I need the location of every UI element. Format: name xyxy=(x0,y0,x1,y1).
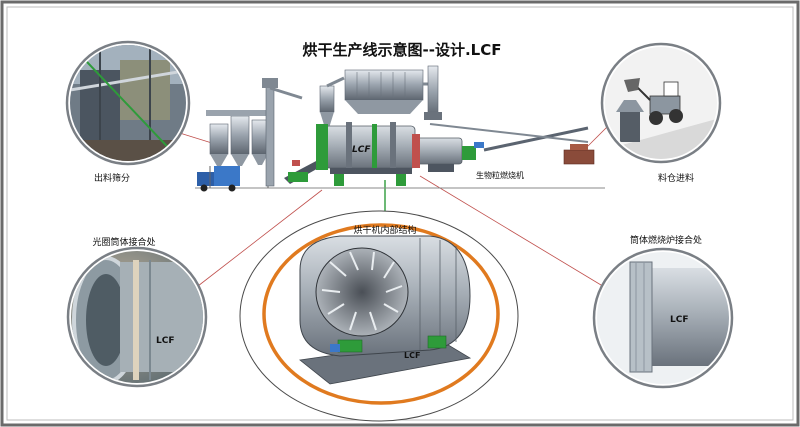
drum-furnace-joint-label: 筒体燃烧炉接合处 xyxy=(630,234,702,246)
drum-brand-mark: LCF xyxy=(352,145,371,155)
light-ring-joint-photo: LCF xyxy=(66,246,208,388)
chimney-icon xyxy=(424,65,442,120)
bucket-elevator xyxy=(262,78,303,187)
silo-feeding-photo xyxy=(600,42,722,164)
screener xyxy=(284,160,322,184)
bag-filter xyxy=(344,69,430,114)
wheel-loader-icon xyxy=(624,78,683,125)
right-circle-brand-mark: LCF xyxy=(670,315,689,325)
silo-icon xyxy=(206,110,272,188)
discharge-screening-label: 出料筛分 xyxy=(94,172,130,184)
connector-drum-furnace xyxy=(419,175,607,289)
cyclone-dust-collector-icon xyxy=(319,76,345,128)
lifting-flights xyxy=(321,251,403,331)
dryer-internal-section: 烘干机内部结构 xyxy=(239,210,519,422)
connector-light-ring xyxy=(197,189,323,287)
dryer-cutaway-image: LCF xyxy=(299,235,472,385)
drum-rings xyxy=(419,238,457,350)
truck-icon xyxy=(197,166,240,192)
discharge-screening-photo xyxy=(65,40,191,166)
furnace xyxy=(412,134,484,172)
rotary-dryer-icon: LCF xyxy=(316,122,416,186)
inner-brand-mark: LCF xyxy=(404,351,420,360)
production-line: LCF 生物粒燃烧机 xyxy=(195,65,605,192)
drum-furnace-joint-photo: LCF xyxy=(592,247,734,389)
left-circle-brand-mark: LCF xyxy=(156,336,175,346)
burner-label: 生物粒燃烧机 xyxy=(476,170,524,180)
silo-feeding-label: 料仓进料 xyxy=(658,172,694,184)
dryer-internal-label: 烘干机内部结构 xyxy=(353,224,416,236)
diagram-title: 烘干生产线示意图--设计.LCF xyxy=(303,41,502,59)
feed-conveyor xyxy=(429,123,595,165)
light-ring-joint-label: 光圈筒体接合处 xyxy=(92,236,155,248)
